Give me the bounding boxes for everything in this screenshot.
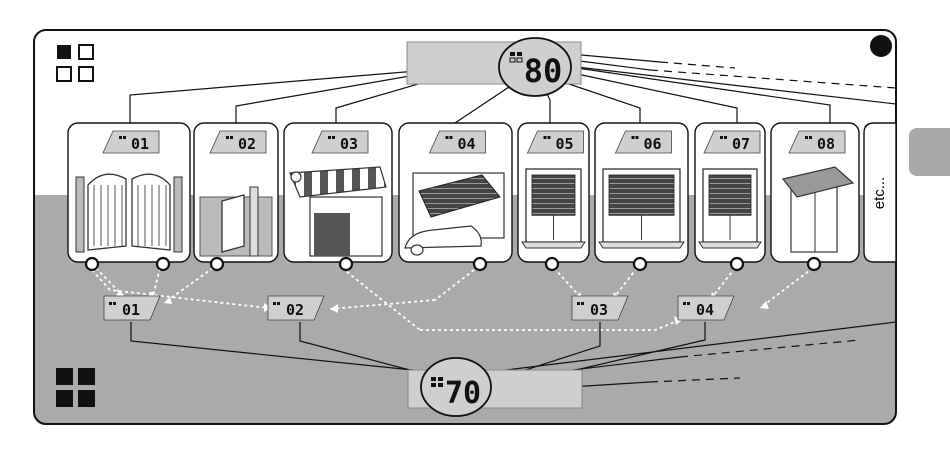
device-code: 03	[340, 135, 358, 153]
device-code: 06	[643, 135, 661, 153]
device-card: 06	[595, 123, 688, 262]
device-card: 04	[399, 123, 512, 262]
wide-window-shutter-icon	[599, 169, 684, 248]
device-card: 03	[284, 123, 392, 262]
device-code: 04	[457, 135, 475, 153]
window-shutter-icon	[522, 169, 585, 248]
group-badge: 02	[268, 296, 324, 320]
etc-label: etc...	[871, 177, 888, 210]
device-code: 07	[732, 135, 750, 153]
group-badge: 01	[104, 296, 160, 320]
group-code: 02	[286, 301, 304, 319]
etc-card: etc...	[864, 123, 896, 262]
top-display-value: 80	[524, 52, 563, 90]
device-code: 05	[555, 135, 573, 153]
pedestrian-gate-icon	[200, 187, 272, 256]
group-code: 03	[590, 301, 608, 319]
window-shutter-icon	[699, 169, 761, 248]
device-code: 02	[238, 135, 256, 153]
device-code: 08	[817, 135, 835, 153]
group-code: 04	[696, 301, 714, 319]
device-card: 07	[695, 123, 765, 262]
device-code: 01	[131, 135, 149, 153]
device-card: 08	[771, 123, 859, 262]
device-card: 02	[194, 123, 278, 262]
group-badge: 04	[678, 296, 734, 320]
group-code: 01	[122, 301, 140, 319]
bottom-display-value: 70	[445, 376, 481, 411]
device-card: 01	[68, 123, 190, 262]
black-dot-icon	[870, 35, 892, 57]
device-cards: 01 02 03 04 05 06 07 08	[68, 123, 859, 262]
device-card: 05	[518, 123, 589, 262]
group-badge: 03	[572, 296, 628, 320]
